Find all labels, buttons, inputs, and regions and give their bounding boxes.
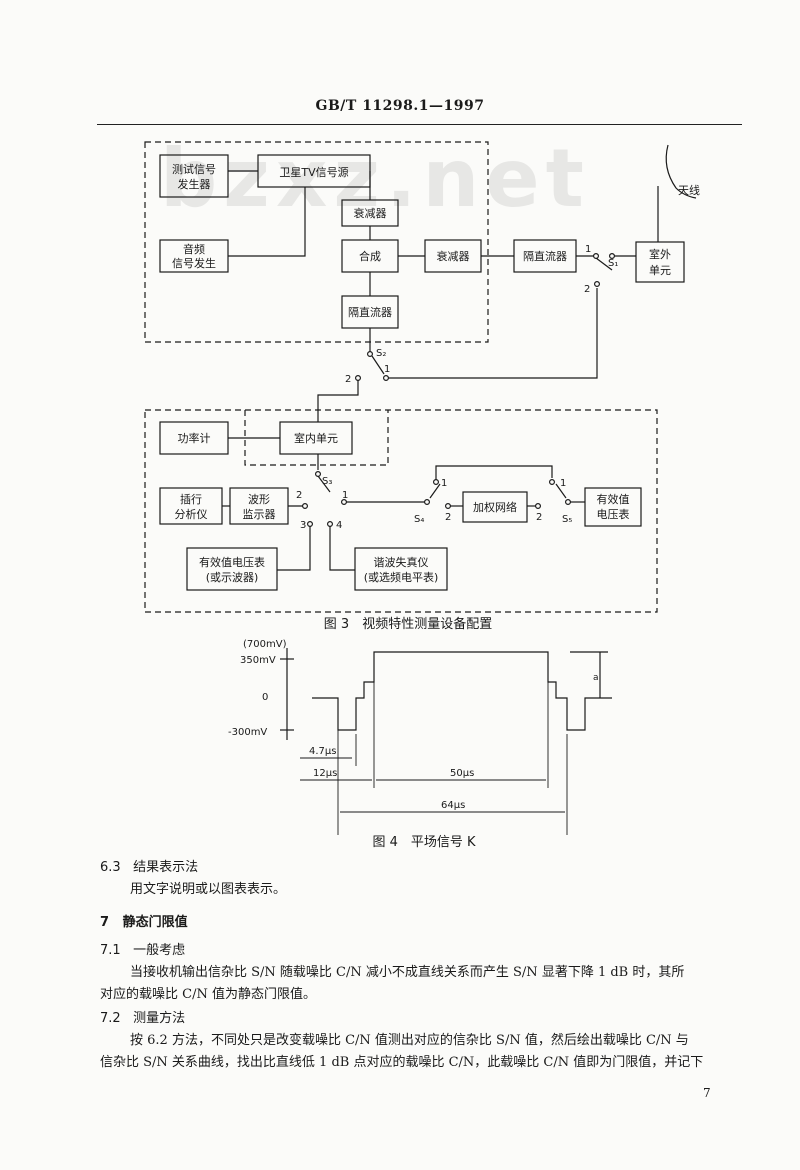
- test-signal-generator-block: [159, 154, 229, 198]
- section-number: 6.3: [100, 860, 121, 875]
- outdoor-unit-block: [635, 241, 685, 283]
- s4-pos1-label: 1: [441, 478, 447, 489]
- line-period-label: 64μs: [441, 800, 465, 811]
- s3-label: S₃: [322, 476, 332, 487]
- figure3-diagram: 测试信号 发生器 卫星TV信号源 衰减器 音频 信号发生 合成 衰减器 隔直流器…: [144, 141, 700, 632]
- section-6-3: 6.3 结果表示法 用文字说明或以图表表示。: [100, 857, 286, 901]
- s3-pos1-label: 1: [342, 490, 348, 501]
- sat-tv-label: 卫星TV信号源: [279, 165, 348, 179]
- paragraph-line-1: 按 6.2 方法，不同处只是改变载噪比 C/N 值测出对应的信杂比 S/N 值，…: [130, 1033, 689, 1048]
- amplitude-marker: a: [593, 673, 599, 683]
- figure3-caption: 图 3 视频特性测量设备配置: [324, 616, 492, 632]
- section-7: 7 静态门限值: [100, 912, 188, 934]
- distortion-label-2: (或选频电平表): [364, 570, 439, 584]
- y-axis-top-label: (700mV): [243, 639, 287, 650]
- s1-label: S₁: [608, 258, 618, 269]
- s3-pos2-label: 2: [296, 490, 302, 501]
- s3-pos3-label: 3: [300, 520, 306, 531]
- signal-trace: [312, 651, 612, 731]
- atten2-label: 衰减器: [437, 249, 470, 263]
- combiner-label: 合成: [359, 249, 381, 263]
- distortion-label-1: 谐波失真仪: [374, 555, 429, 569]
- s5-label: S₅: [562, 514, 572, 525]
- s2-pos1-label: 1: [384, 364, 390, 375]
- section-7-1: 7.1 一般考虑 当接收机输出信杂比 S/N 随载噪比 C/N 减小不成直线关系…: [100, 940, 740, 1006]
- header-rule: [97, 124, 742, 125]
- antenna-label: 天线: [678, 183, 700, 197]
- section-title: 结果表示法: [133, 860, 199, 875]
- receiver-dashed-box: [144, 409, 658, 613]
- weighting-network-block: [462, 491, 528, 523]
- s4-pos2-label: 2: [445, 512, 451, 523]
- indoor-unit-label: 室内单元: [294, 431, 338, 445]
- audio-gen-label-1: 音频: [183, 242, 205, 256]
- paragraph-line-2: 对应的载噪比 C/N 值为静态门限值。: [100, 987, 316, 1002]
- s3-pos4-label: 4: [336, 520, 342, 531]
- section-title: 静态门限值: [122, 915, 188, 930]
- distortion-meter-block: [354, 547, 448, 591]
- s2-pos2-label: 2: [345, 374, 351, 385]
- s1-pos1-label: 1: [585, 244, 591, 255]
- waveform-monitor-label-2: 监示器: [243, 508, 276, 521]
- atten1-label: 衰减器: [354, 206, 387, 220]
- paragraph-line-1: 当接收机输出信杂比 S/N 随载噪比 C/N 减小不成直线关系而产生 S/N 显…: [130, 965, 685, 980]
- sync-width-label: 4.7μs: [309, 746, 336, 757]
- flat-width-label: 50μs: [450, 768, 474, 779]
- s5-pos1-label: 1: [560, 478, 566, 489]
- rms-meter1-label-1: 有效值: [597, 492, 630, 506]
- power-meter-label: 功率计: [178, 431, 211, 445]
- s2-label: S₂: [376, 348, 386, 359]
- test-gen-label-2: 发生器: [178, 177, 211, 191]
- watermark: bzxz.net: [160, 132, 590, 225]
- outdoor-unit-label-2: 单元: [649, 264, 671, 277]
- rms-meter2-label-2: (或示波器): [206, 571, 259, 584]
- rms-voltmeter-block-2: [186, 547, 278, 591]
- s1-pos2-label: 2: [584, 284, 590, 295]
- page-number: 7: [703, 1086, 711, 1100]
- y-tick-0: 0: [262, 692, 268, 703]
- s4-label: S₄: [414, 514, 424, 525]
- figure4-waveform: (700mV) 350mV 0 -300mV a 4.7μs 12μs 50μs…: [228, 639, 612, 850]
- start-offset-label: 12μs: [313, 768, 337, 779]
- indoor-dashed-box: [244, 410, 389, 466]
- line-analyzer-label-2: 分析仪: [175, 507, 208, 521]
- outdoor-unit-label-1: 室外: [649, 247, 671, 261]
- standard-code-header: GB/T 11298.1—1997: [315, 98, 485, 114]
- paragraph-line-2: 信杂比 S/N 关系曲线，找出比直线低 1 dB 点对应的载噪比 C/N，此载噪…: [100, 1055, 704, 1070]
- line-analyzer-label-1: 插行: [180, 492, 202, 506]
- test-gen-label-1: 测试信号: [172, 163, 216, 176]
- s5-pos2-label: 2: [536, 512, 542, 523]
- section-number: 7.1: [100, 943, 121, 958]
- paragraph: 用文字说明或以图表表示。: [130, 882, 287, 897]
- dc-block2-label: 隔直流器: [523, 249, 567, 263]
- source-dashed-box: [144, 141, 489, 343]
- y-tick-neg300: -300mV: [228, 727, 267, 738]
- dc-block1-label: 隔直流器: [348, 305, 392, 319]
- section-title: 一般考虑: [133, 943, 186, 958]
- section-number: 7.2: [100, 1011, 121, 1026]
- weighting-net-label: 加权网络: [473, 500, 517, 514]
- section-7-2: 7.2 测量方法 按 6.2 方法，不同处只是改变载噪比 C/N 值测出对应的信…: [100, 1008, 740, 1074]
- section-number: 7: [100, 915, 110, 930]
- rms-meter1-label-2: 电压表: [597, 507, 630, 521]
- figure4-caption: 图 4 平场信号 K: [372, 835, 476, 850]
- section-title: 测量方法: [133, 1011, 186, 1026]
- rms-meter2-label-1: 有效值电压表: [199, 555, 265, 569]
- waveform-monitor-label-1: 波形: [248, 493, 270, 506]
- y-tick-350: 350mV: [240, 655, 276, 666]
- audio-gen-label-2: 信号发生: [172, 256, 216, 270]
- rms-voltmeter-block-1: [584, 487, 642, 527]
